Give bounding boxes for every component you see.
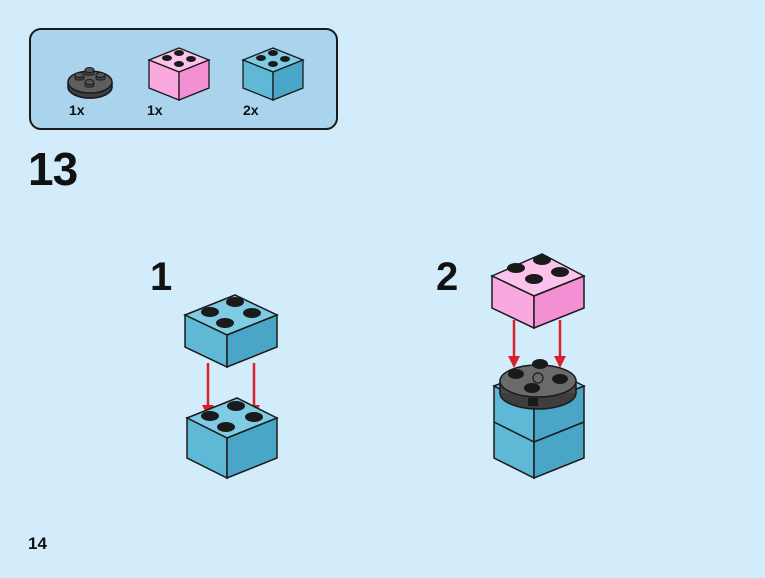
substep-2-illustration (490, 253, 586, 480)
azure-brick-part-icon (241, 47, 305, 101)
round-plate-quantity: 1x (69, 102, 85, 118)
azure-brick-quantity: 2x (243, 102, 259, 118)
top-azure-brick (183, 294, 279, 369)
substep-2-label: 2 (436, 255, 459, 299)
parts-callout: 1x 1x 2x (29, 28, 338, 130)
pink-brick (490, 253, 586, 330)
bottom-azure-brick (185, 397, 279, 480)
round-plate-part-icon (67, 67, 113, 99)
page-number: 14 (28, 534, 47, 553)
substep-1-illustration (183, 294, 279, 480)
round-plate (499, 359, 577, 410)
step-number: 13 (28, 143, 78, 195)
pink-brick-part-icon (147, 47, 211, 101)
assembly-arrows (508, 320, 566, 368)
pink-brick-quantity: 1x (147, 102, 163, 118)
substep-1-label: 1 (150, 255, 173, 299)
